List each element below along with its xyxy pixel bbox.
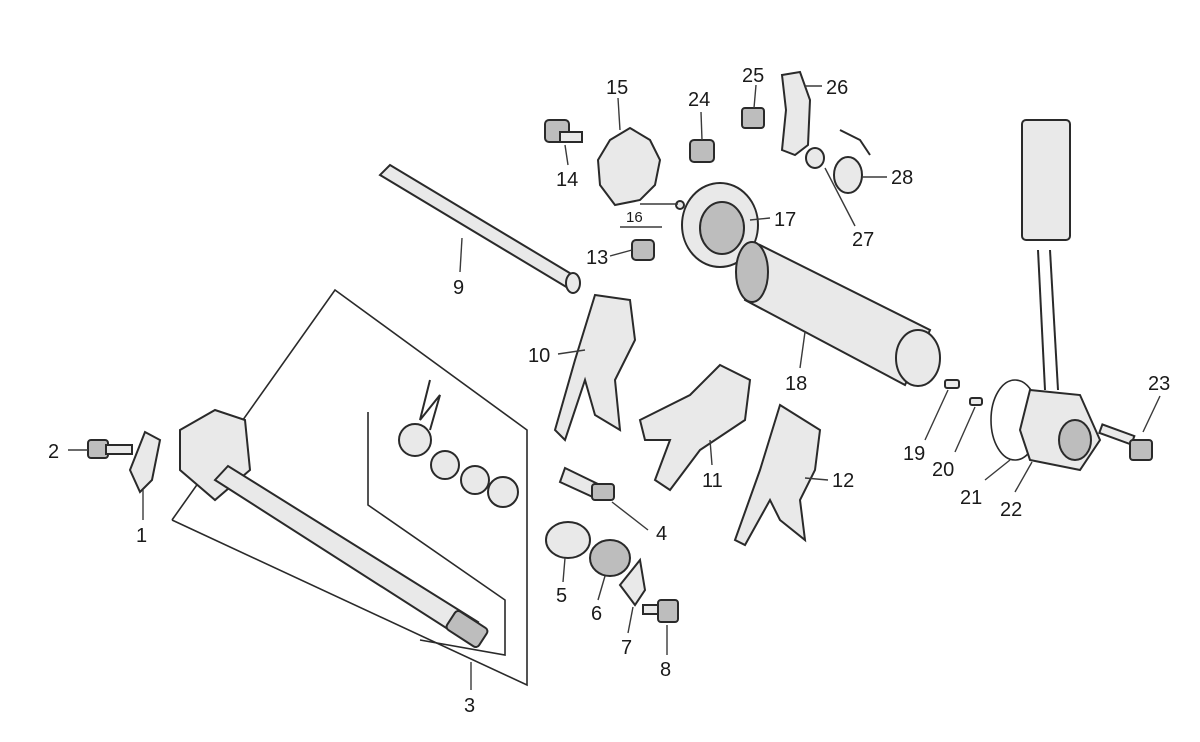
callout-19: 19 xyxy=(903,443,925,465)
callout-23: 23 xyxy=(1148,373,1170,395)
part-23-bolt xyxy=(1098,423,1153,461)
callout-8: 8 xyxy=(660,659,671,681)
leader-14 xyxy=(564,144,569,166)
leader-25 xyxy=(753,84,757,109)
part-18-shift-drum xyxy=(735,241,941,387)
leader-5 xyxy=(562,557,566,583)
part-12-shift-fork xyxy=(733,403,822,547)
part-25-bolt xyxy=(741,107,765,129)
part-26-stopper-arm xyxy=(780,70,812,157)
part-17-bearing xyxy=(681,182,759,268)
callout-5: 5 xyxy=(556,585,567,607)
leader-15 xyxy=(617,97,621,131)
leader-11 xyxy=(709,439,713,466)
leader-27 xyxy=(824,167,856,227)
part-1-plate xyxy=(128,430,162,494)
callout-28: 28 xyxy=(891,167,913,189)
leader-20 xyxy=(954,406,976,453)
part-8-bolt xyxy=(642,599,679,623)
leader-7 xyxy=(627,606,634,634)
callout-12: 12 xyxy=(832,470,854,492)
part-9-fork-rod xyxy=(378,163,581,294)
callout-1: 1 xyxy=(136,525,147,547)
part-27-washer xyxy=(805,147,825,169)
part-22-sensor xyxy=(1018,119,1102,472)
part-24-nut xyxy=(689,139,715,163)
callout-11: 11 xyxy=(702,470,723,492)
leader-6 xyxy=(597,575,606,601)
callout-27: 27 xyxy=(852,229,874,251)
callout-15: 15 xyxy=(606,77,628,99)
part-7-plate xyxy=(618,557,647,607)
part-13-nut xyxy=(631,239,655,261)
part-2-bolt xyxy=(87,439,133,459)
callout-10: 10 xyxy=(528,345,550,367)
leader-19 xyxy=(924,389,949,441)
part-10-shift-fork xyxy=(553,293,637,442)
callout-20: 20 xyxy=(932,459,954,481)
leader-23 xyxy=(1142,395,1161,433)
callout-6: 6 xyxy=(591,603,602,625)
leader-18 xyxy=(799,331,806,369)
leader-24 xyxy=(700,111,703,141)
callout-16: 16 xyxy=(626,209,643,226)
part-3-shift-shaft xyxy=(179,408,489,649)
part-16-pin xyxy=(675,200,685,210)
callout-2: 2 xyxy=(48,441,59,463)
leader-12 xyxy=(804,477,829,481)
leader-10 xyxy=(557,349,586,355)
callout-25: 25 xyxy=(742,65,764,87)
leader-17 xyxy=(749,217,771,221)
callout-21: 21 xyxy=(960,487,982,509)
part-4-pin xyxy=(558,466,615,501)
callout-24: 24 xyxy=(688,89,710,111)
callout-18: 18 xyxy=(785,373,807,395)
part-11-shift-fork xyxy=(638,363,752,492)
part-5-bushing xyxy=(545,521,591,559)
callout-3: 3 xyxy=(464,695,475,717)
callout-26: 26 xyxy=(826,77,848,99)
leader-9 xyxy=(459,237,463,273)
callout-4: 4 xyxy=(656,523,667,545)
spring-kit xyxy=(398,379,519,508)
callout-14: 14 xyxy=(556,169,578,191)
spring-kit-frame xyxy=(367,412,506,656)
part-6-seal xyxy=(589,539,631,577)
part-20-pin xyxy=(969,397,983,406)
part-28-spring xyxy=(833,129,871,194)
callout-13: 13 xyxy=(586,247,608,269)
leader-4 xyxy=(611,501,649,531)
callout-9: 9 xyxy=(453,277,464,299)
part-14-bolt xyxy=(544,119,583,143)
leader-13 xyxy=(609,249,633,257)
leader-21 xyxy=(984,459,1011,481)
part-15-star-drum xyxy=(596,126,662,207)
callout-7: 7 xyxy=(621,637,632,659)
leader-22 xyxy=(1014,461,1033,493)
shaft-assembly-frame xyxy=(171,288,528,687)
callout-17: 17 xyxy=(774,209,796,231)
callout-22: 22 xyxy=(1000,499,1022,521)
part-19-pin xyxy=(944,379,960,389)
